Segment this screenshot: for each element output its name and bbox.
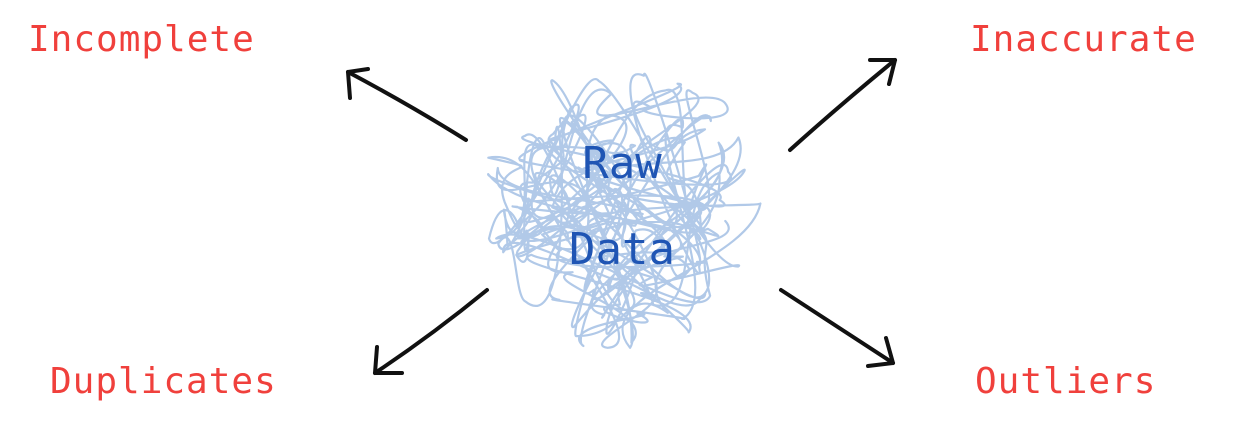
label-outliers: Outliers [975,361,1157,402]
center-title-data: Data [569,224,675,275]
arrow-to-duplicates-icon [373,288,489,375]
arrow-to-outliers-icon [779,288,895,368]
label-duplicates: Duplicates [50,361,277,402]
label-incomplete: Incomplete [28,19,255,60]
tangled-scribble-icon [487,72,762,349]
arrow-to-incomplete-icon [346,67,468,142]
label-inaccurate: Inaccurate [970,19,1197,60]
scribble-stroke [487,72,762,349]
center-title-raw: Raw [582,138,662,189]
arrow-to-inaccurate-icon [788,58,897,152]
